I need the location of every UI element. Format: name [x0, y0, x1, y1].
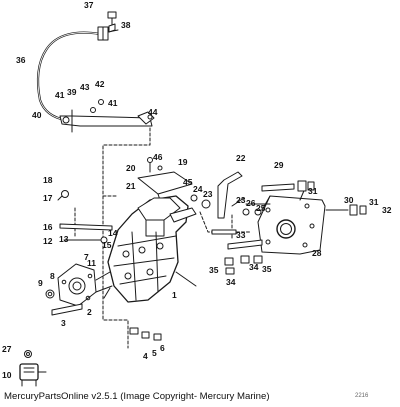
callout-38: 38 — [121, 20, 131, 30]
callout-35b: 35 — [262, 264, 272, 274]
fitting — [57, 190, 69, 201]
callout-23: 23 — [203, 189, 213, 199]
mounting-bolt — [227, 239, 263, 250]
callout-1: 1 — [172, 290, 177, 300]
callout-32: 32 — [382, 205, 392, 215]
callout-27: 27 — [2, 344, 12, 354]
callout-24: 24 — [193, 184, 203, 194]
callout-17: 17 — [43, 193, 53, 203]
callout-46: 46 — [153, 152, 163, 162]
callout-34b: 34 — [226, 277, 236, 287]
seal-washer — [24, 350, 32, 358]
callout-21: 21 — [126, 181, 136, 191]
cable-nut — [108, 23, 116, 33]
copyright-caption: MercuryPartsOnline v2.5.1 (Image Copyrig… — [4, 391, 270, 402]
callout-6: 6 — [160, 343, 165, 353]
stop-lever-bracket — [211, 171, 245, 235]
callout-28: 28 — [312, 248, 322, 258]
callout-41: 41 — [55, 90, 65, 100]
callout-5: 5 — [152, 348, 157, 358]
callout-25: 25 — [256, 203, 266, 213]
callout-labels: 1 2 3 4 5 6 7 8 9 10 11 12 13 14 15 16 1… — [2, 0, 392, 380]
callout-44: 44 — [148, 107, 158, 117]
callout-34: 34 — [249, 262, 259, 272]
callout-18: 18 — [43, 175, 53, 185]
callout-3: 3 — [61, 318, 66, 328]
pump-flange — [57, 263, 113, 307]
callout-35: 35 — [209, 265, 219, 275]
control-shaft — [59, 223, 113, 244]
pump-nuts — [129, 327, 162, 341]
mounting-washers — [224, 255, 263, 275]
callout-37: 37 — [84, 0, 94, 10]
throttle-cable — [36, 26, 119, 122]
callout-4: 4 — [143, 351, 148, 361]
callout-15: 15 — [102, 240, 112, 250]
callout-2: 2 — [87, 307, 92, 317]
callout-36: 36 — [16, 55, 26, 65]
callout-7: 7 — [84, 252, 89, 262]
mounting-bracket — [257, 185, 326, 255]
callout-31b: 31 — [369, 197, 379, 207]
callout-39: 39 — [67, 87, 77, 97]
callout-45: 45 — [183, 177, 193, 187]
callout-19: 19 — [178, 157, 188, 167]
callout-31: 31 — [308, 186, 318, 196]
flange-washer — [45, 289, 55, 299]
callout-12: 12 — [43, 236, 53, 246]
callout-30: 30 — [344, 195, 354, 205]
bracket-stud — [261, 183, 295, 192]
fuel-solenoid — [19, 363, 47, 387]
callout-26: 26 — [246, 198, 256, 208]
callout-9: 9 — [38, 278, 43, 288]
callout-29: 29 — [274, 160, 284, 170]
callout-14: 14 — [108, 228, 118, 238]
callout-42: 42 — [95, 79, 105, 89]
figure-code: 2216 — [355, 393, 369, 399]
callout-10: 10 — [2, 370, 12, 380]
callout-33: 33 — [236, 230, 246, 240]
callout-20: 20 — [126, 163, 136, 173]
bracket-washers — [297, 180, 367, 216]
callout-40: 40 — [32, 110, 42, 120]
callout-23b: 23 — [236, 195, 246, 205]
callout-22: 22 — [236, 153, 246, 163]
callout-41b: 41 — [108, 98, 118, 108]
throttle-linkage — [59, 99, 155, 133]
bracket-hardware — [201, 199, 271, 216]
callout-16: 16 — [43, 222, 53, 232]
callout-43: 43 — [80, 82, 90, 92]
callout-8: 8 — [50, 271, 55, 281]
callout-13: 13 — [59, 234, 69, 244]
callout-11: 11 — [87, 258, 96, 268]
pump-screw — [51, 303, 83, 316]
governor-cover — [137, 157, 198, 202]
injection-pump — [103, 195, 197, 303]
